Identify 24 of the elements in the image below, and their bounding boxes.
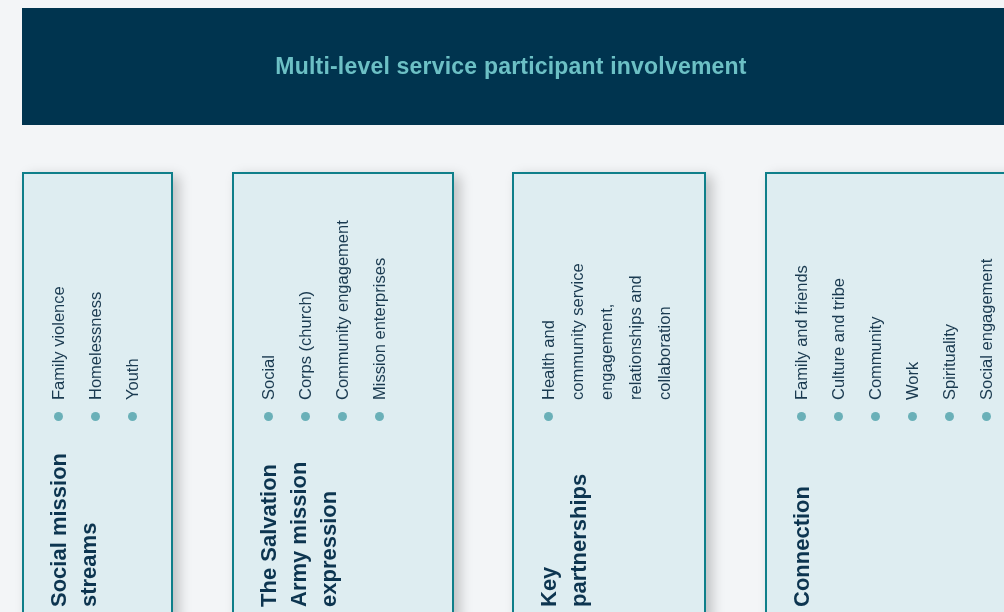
list-item: Family and friends xyxy=(791,265,811,400)
card-heading: Social mission streams xyxy=(45,451,102,607)
list-item: Social xyxy=(258,355,278,400)
list-item: Work xyxy=(902,361,922,400)
list-item: Homelessness xyxy=(85,291,105,400)
category-card xyxy=(512,172,706,612)
list-item: Health and community service engagement, relationships and collaboration xyxy=(538,262,674,400)
list-item: Social engagement xyxy=(976,258,996,400)
list-item: Youth xyxy=(122,358,142,400)
list-item: Culture and tribe xyxy=(828,278,848,400)
header-banner xyxy=(22,8,1004,125)
list-item: Community xyxy=(865,316,885,400)
card-heading: Key partnerships xyxy=(535,472,592,607)
category-card xyxy=(22,172,173,612)
list-item: Mission enterprises xyxy=(369,257,389,400)
banner-title: Multi-level service participant involvement xyxy=(275,53,747,80)
card-heading: Connection xyxy=(788,485,815,607)
category-card xyxy=(765,172,1004,612)
list-item: Community engagement xyxy=(332,220,352,400)
list-item: Spirituality xyxy=(939,323,959,400)
category-card xyxy=(232,172,454,612)
card-heading: The Salvation Army mission expression xyxy=(255,460,342,607)
list-item: Family violence xyxy=(48,286,68,400)
list-item: Corps (church) xyxy=(295,290,315,400)
